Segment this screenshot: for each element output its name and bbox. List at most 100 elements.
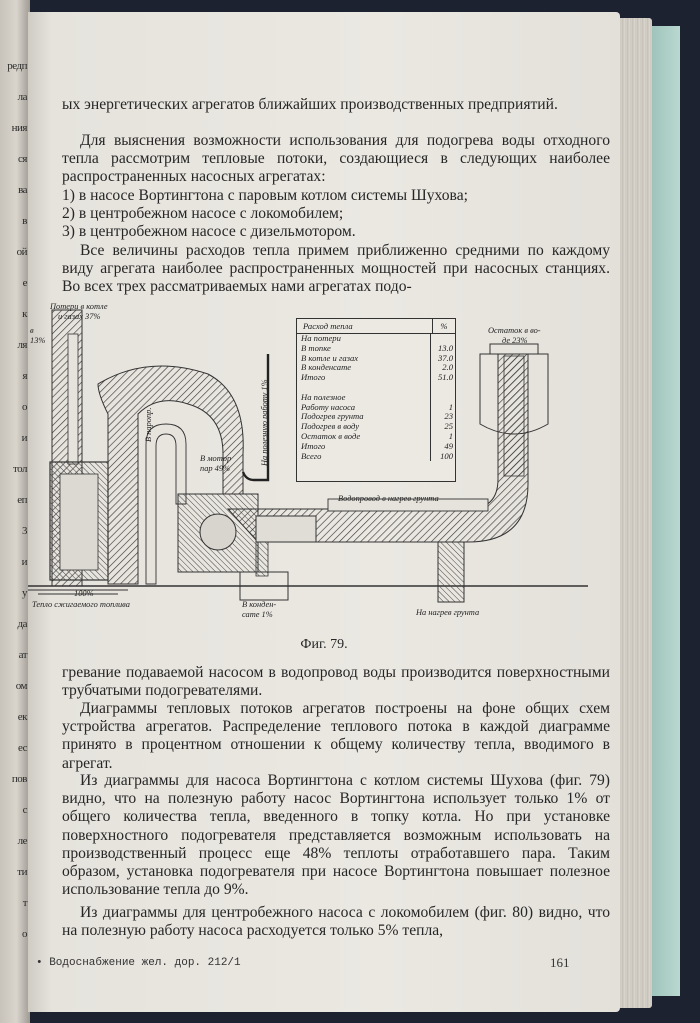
table-cell: В котле и газах (297, 353, 431, 364)
left-page-fragment: т (22, 897, 28, 909)
left-page-fragment: ти (17, 866, 27, 878)
label-losses-boiler: Потери в котле (50, 302, 108, 311)
table-cell: Итого (297, 441, 431, 452)
label-losses-gases: и газах 37% (58, 312, 101, 321)
table-header-label: Расход тепла (297, 319, 433, 333)
book-cover-edge (652, 26, 680, 996)
heat-flow-drawing (28, 309, 588, 603)
table-row: Всего 100 (297, 450, 455, 462)
table-cell: 49 (444, 440, 453, 451)
table-cell: 1 (448, 401, 453, 412)
table-cell: На полезное (297, 392, 431, 403)
list-item: 1) в насосе Вортингтона с паровым котлом… (62, 187, 468, 204)
left-page-fragment: ек (17, 711, 28, 723)
left-page-fragment: ой (16, 246, 28, 258)
left-page-fragment: в (22, 215, 27, 227)
page-number: 161 (550, 955, 570, 970)
table-cell: 1 (448, 430, 453, 441)
table-cell: Всего (297, 451, 431, 462)
useful-work-line (241, 354, 270, 482)
left-page-fragment: о (22, 401, 28, 413)
paragraph-heaters: гревание подаваемой насосом в водопровод… (62, 664, 610, 700)
table-cell: В конденсате (297, 363, 431, 374)
paragraph-intro-tail: ых энергетических агрегатов ближайших пр… (62, 96, 558, 113)
list-item: 2) в центробежном насосе с локомобилем; (62, 205, 344, 223)
table-row: В конденсате 2.0 (297, 362, 455, 374)
left-page-fragment: о (22, 928, 28, 940)
left-page-fragment: ат (18, 649, 28, 661)
table-cell (431, 383, 455, 393)
table-cell: Работу насоса (297, 402, 431, 413)
table-cell: Подогрев грунта (297, 412, 431, 423)
table-cell: Итого (297, 373, 431, 383)
left-page-fragment: да (17, 618, 28, 630)
table-row: Работу насоса 1 (297, 401, 455, 413)
table-header-pct: % (440, 321, 448, 331)
footer-signature: • Водоснабжение жел. дор. 212/1 (36, 957, 241, 969)
unit-list: 1) в насосе Вортингтона с паровым котлом… (62, 187, 610, 242)
table-row: Итого 49 (297, 440, 455, 452)
left-page-fragment: ва (18, 184, 27, 196)
table-cell: Подогрев в воду (297, 422, 431, 432)
label-to-pipe-water: В паропр. (144, 407, 153, 442)
left-page-fragment: пов (11, 773, 28, 785)
label-condensate-pct: сате 1% (242, 610, 273, 619)
label-fuel-heat: Тепло сжигаемого топлива (32, 600, 130, 609)
label-residue: Остаток в во- (488, 326, 541, 335)
table-cell: 51.0 (437, 372, 453, 383)
ground-pipe (437, 541, 465, 603)
label-input-100: 100% (74, 589, 94, 598)
left-page-fragment: еп (17, 494, 27, 506)
left-page-fragment: я (22, 370, 27, 382)
paragraph-centrifugal: Из диаграммы для центробежного насоса с … (62, 904, 610, 940)
table-row: В котле и газах 37.0 (297, 352, 455, 364)
table-cell: 2.0 (442, 362, 453, 373)
left-page-fragment: ния (11, 122, 28, 134)
left-page-fragment: е (22, 277, 28, 289)
left-page-fragment: ес (17, 742, 28, 754)
table-cell: 25 (444, 421, 453, 432)
paragraph-averages: Все величины расходов тепла примем прибл… (62, 242, 610, 296)
table-cell: 13.0 (437, 342, 453, 353)
left-page-fragment: ся (18, 153, 27, 165)
book-page: ых энергетических агрегатов ближайших пр… (28, 12, 620, 1012)
paragraph-worthington: Из диаграммы для насоса Вортингтона с ко… (62, 772, 610, 899)
label-losses-furnace: в (30, 326, 34, 335)
left-page-fragment: редп (7, 60, 27, 72)
left-page-fragment: с (22, 804, 28, 816)
table-cell: На потери (297, 334, 431, 344)
list-item: 3) в центробежном насосе с дизельмотором… (62, 223, 356, 241)
label-to-motor-pct: пар 49% (200, 464, 231, 473)
left-page-fragment: и (21, 556, 28, 568)
left-page-fragment: у (22, 587, 28, 599)
left-page-fragment: тол (12, 463, 28, 475)
table-row: Остаток в воде 1 (297, 430, 455, 442)
left-page-fragment: и (21, 432, 28, 444)
left-page-fragment: ля (17, 339, 27, 351)
page-edge-stack (616, 18, 652, 1008)
left-page-fragment: 3 (22, 525, 28, 537)
left-page-fragment: ом (15, 680, 28, 692)
table-row: На полезное (297, 392, 455, 403)
label-residue-pct: де 23% (502, 336, 528, 345)
left-page-fragment: к (22, 308, 27, 320)
table-row: Подогрев в воду 25 (297, 421, 455, 432)
table-cell: Остаток в воде (297, 431, 431, 442)
left-page-fragment: ле (17, 835, 28, 847)
table-cell: 100 (440, 450, 453, 461)
label-to-ground: На нагрев грунта (416, 608, 480, 617)
table-row: На потери (297, 334, 455, 344)
table-cell (297, 382, 431, 393)
table-cell: 37.0 (437, 352, 453, 363)
label-losses-furnace-pct: 13% (30, 336, 46, 345)
table-row: Итого 51.0 (297, 372, 455, 383)
paragraph-diagrams: Диаграммы тепловых потоков агрегатов пос… (62, 700, 610, 772)
table-row (297, 382, 455, 393)
label-useful-work: На полезную работу 1% (260, 379, 269, 466)
label-to-water-pipe: Водопровод в нагрев грунта (338, 494, 439, 503)
label-to-motor: В мотор (200, 454, 232, 463)
